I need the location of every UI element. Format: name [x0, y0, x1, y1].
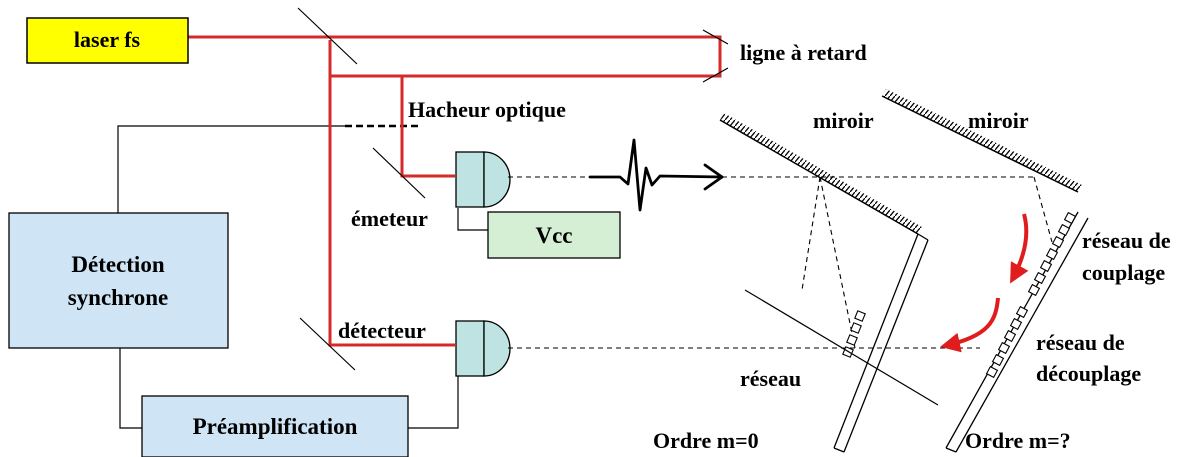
order-zero-label: Ordre m=0 — [653, 428, 759, 453]
delay-line-label: ligne à retard — [740, 40, 867, 65]
signal-wires — [117, 125, 488, 429]
vcc-box — [487, 211, 621, 259]
decoupling-label-2: découplage — [1036, 361, 1141, 386]
vcc-label: Vcc — [535, 223, 572, 248]
red-arrow-upper — [1010, 213, 1029, 284]
mirror-right-label: miroir — [968, 108, 1029, 133]
grating-normal-line — [744, 289, 939, 406]
mirror-left — [719, 113, 922, 235]
prism-left — [833, 233, 929, 453]
emitter-label: émeteur — [351, 206, 428, 231]
mirror-right — [881, 89, 1082, 193]
grating-decoupling — [985, 305, 1029, 379]
thz-pulse — [588, 138, 724, 212]
thz-beam-paths — [508, 176, 1053, 349]
coupling-label-1: réseau de — [1082, 228, 1171, 253]
chopper-label: Hacheur optique — [408, 97, 566, 122]
order-unknown-label: Ordre m=? — [965, 428, 1071, 453]
laser-beam — [188, 35, 722, 347]
grating-coupling — [1027, 211, 1077, 297]
laser-box — [26, 17, 189, 64]
preamp-box — [141, 395, 409, 457]
emitter-antenna — [455, 151, 511, 208]
sync-detection-label-2: synchrone — [68, 285, 169, 310]
laser-label: laser fs — [74, 27, 141, 52]
beam-splitters — [297, 7, 729, 371]
preamp-label: Préamplification — [193, 414, 358, 439]
decoupling-label-1: réseau de — [1036, 330, 1125, 355]
detector-label: détecteur — [338, 318, 426, 343]
coupling-label-2: couplage — [1082, 260, 1165, 285]
mirror-left-label: miroir — [813, 108, 874, 133]
grating-label: réseau — [740, 366, 801, 391]
sync-detection-box — [8, 212, 229, 349]
detector-antenna — [455, 320, 511, 377]
red-arrow-lower — [940, 297, 1000, 353]
sync-detection-label-1: Détection — [71, 252, 164, 277]
